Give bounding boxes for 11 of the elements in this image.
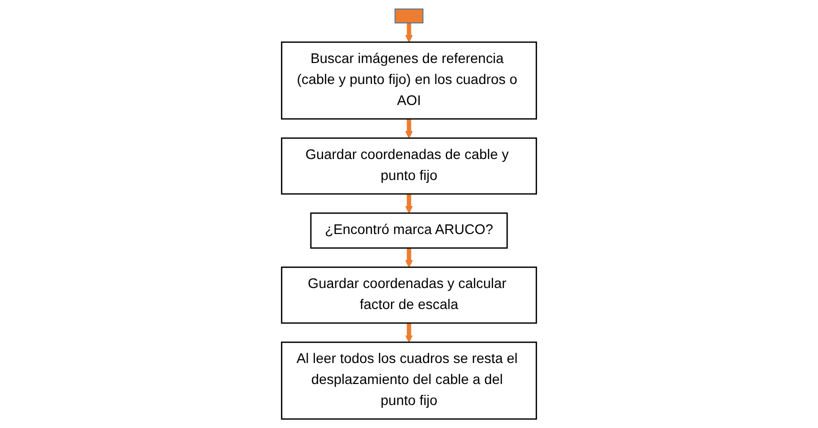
node-box [310,212,508,249]
arrow [405,247,413,268]
arrow [405,322,413,343]
arrow [405,22,413,42]
node-box [280,137,538,195]
node-bar [394,8,424,24]
arrow [405,118,413,138]
node-box [280,41,538,120]
node-box [280,266,538,324]
arrow [405,193,413,214]
node-box [280,342,538,420]
